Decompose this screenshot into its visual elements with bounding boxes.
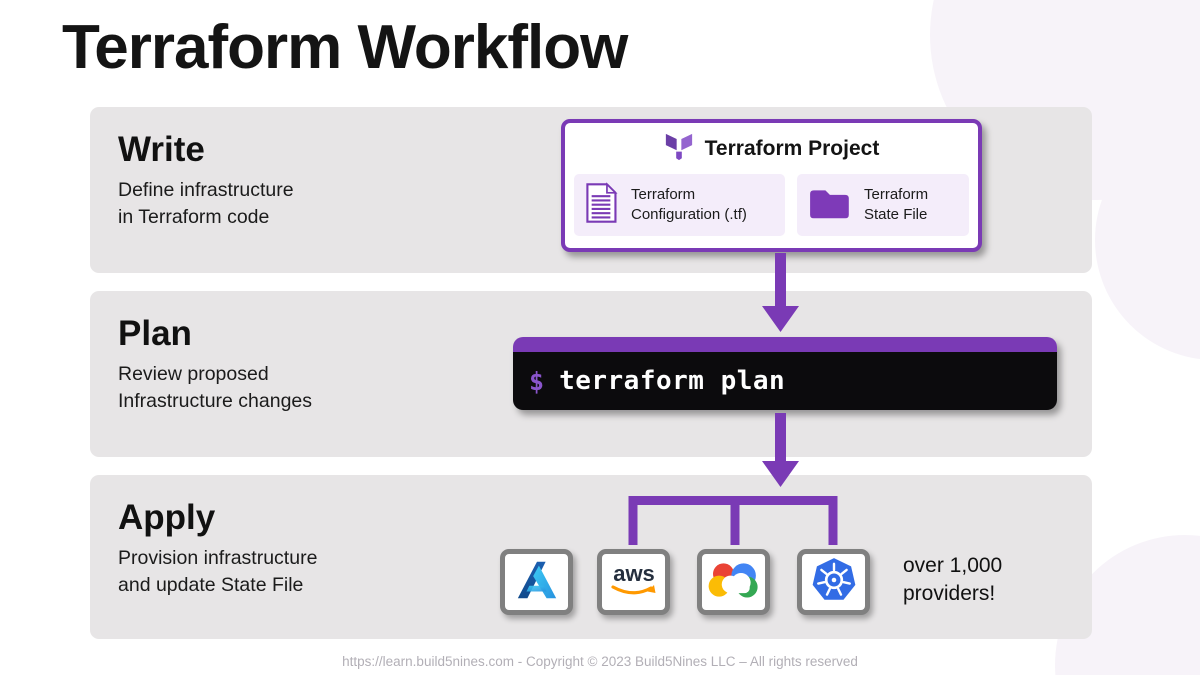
write-heading: Write [118, 130, 205, 169]
terraform-configuration-label-line2: Configuration (.tf) [631, 206, 747, 223]
provider-card-azure [500, 549, 573, 615]
terminal-body: $ terraform plan [513, 352, 1057, 410]
plan-description-line1: Review proposed [118, 363, 269, 385]
apply-description-line1: Provision infrastructure [118, 547, 318, 569]
terraform-configuration-label-line1: Terraform [631, 186, 696, 203]
terminal-prompt: $ [529, 366, 545, 396]
aws-wordmark: aws [613, 561, 655, 586]
terminal-titlebar [513, 337, 1057, 352]
kubernetes-icon [809, 555, 859, 610]
terraform-project-header: Terraform Project [565, 131, 978, 166]
terraform-state-file-card: Terraform State File [797, 174, 969, 236]
apply-description: Provision infrastructure and update Stat… [118, 545, 1092, 599]
terraform-project-box: Terraform Project [561, 119, 982, 252]
terraform-state-file-label-line2: State File [864, 206, 928, 223]
apply-description-line2: and update State File [118, 574, 304, 596]
footer-copyright: https://learn.build5nines.com - Copyrigh… [342, 654, 858, 669]
terminal-command: terraform plan [559, 366, 786, 396]
provider-card-gcp [697, 549, 770, 615]
write-description-line2: in Terraform code [118, 206, 270, 228]
providers-note-line1: over 1,000 [903, 554, 1003, 577]
aws-icon: aws [607, 560, 661, 605]
providers-note-line2: providers! [903, 582, 996, 605]
terraform-configuration-card: Terraform Configuration (.tf) [574, 174, 785, 236]
panel-apply: Apply Provision infrastructure and updat… [90, 475, 1092, 639]
document-icon [584, 181, 618, 229]
page-title: Terraform Workflow [62, 13, 628, 82]
providers-note: over 1,000 providers! [903, 552, 1002, 608]
terraform-state-file-label: Terraform State File [864, 185, 928, 225]
plan-description-line2: Infrastructure changes [118, 390, 313, 412]
terraform-project-title: Terraform Project [704, 136, 880, 160]
azure-icon [514, 557, 560, 608]
terraform-configuration-label: Terraform Configuration (.tf) [631, 185, 747, 225]
google-cloud-icon [706, 560, 762, 605]
provider-card-kubernetes [797, 549, 870, 615]
folder-icon [807, 185, 851, 226]
terraform-state-file-label-line1: Terraform [864, 186, 929, 203]
terminal-window: $ terraform plan [513, 337, 1057, 410]
apply-heading: Apply [118, 498, 216, 537]
write-description: Define infrastructure in Terraform code [118, 177, 1092, 231]
write-description-line1: Define infrastructure [118, 179, 294, 201]
plan-description: Review proposed Infrastructure changes [118, 361, 1092, 415]
terraform-logo-icon [664, 131, 694, 166]
provider-card-aws: aws [597, 549, 670, 615]
plan-heading: Plan [118, 314, 192, 353]
